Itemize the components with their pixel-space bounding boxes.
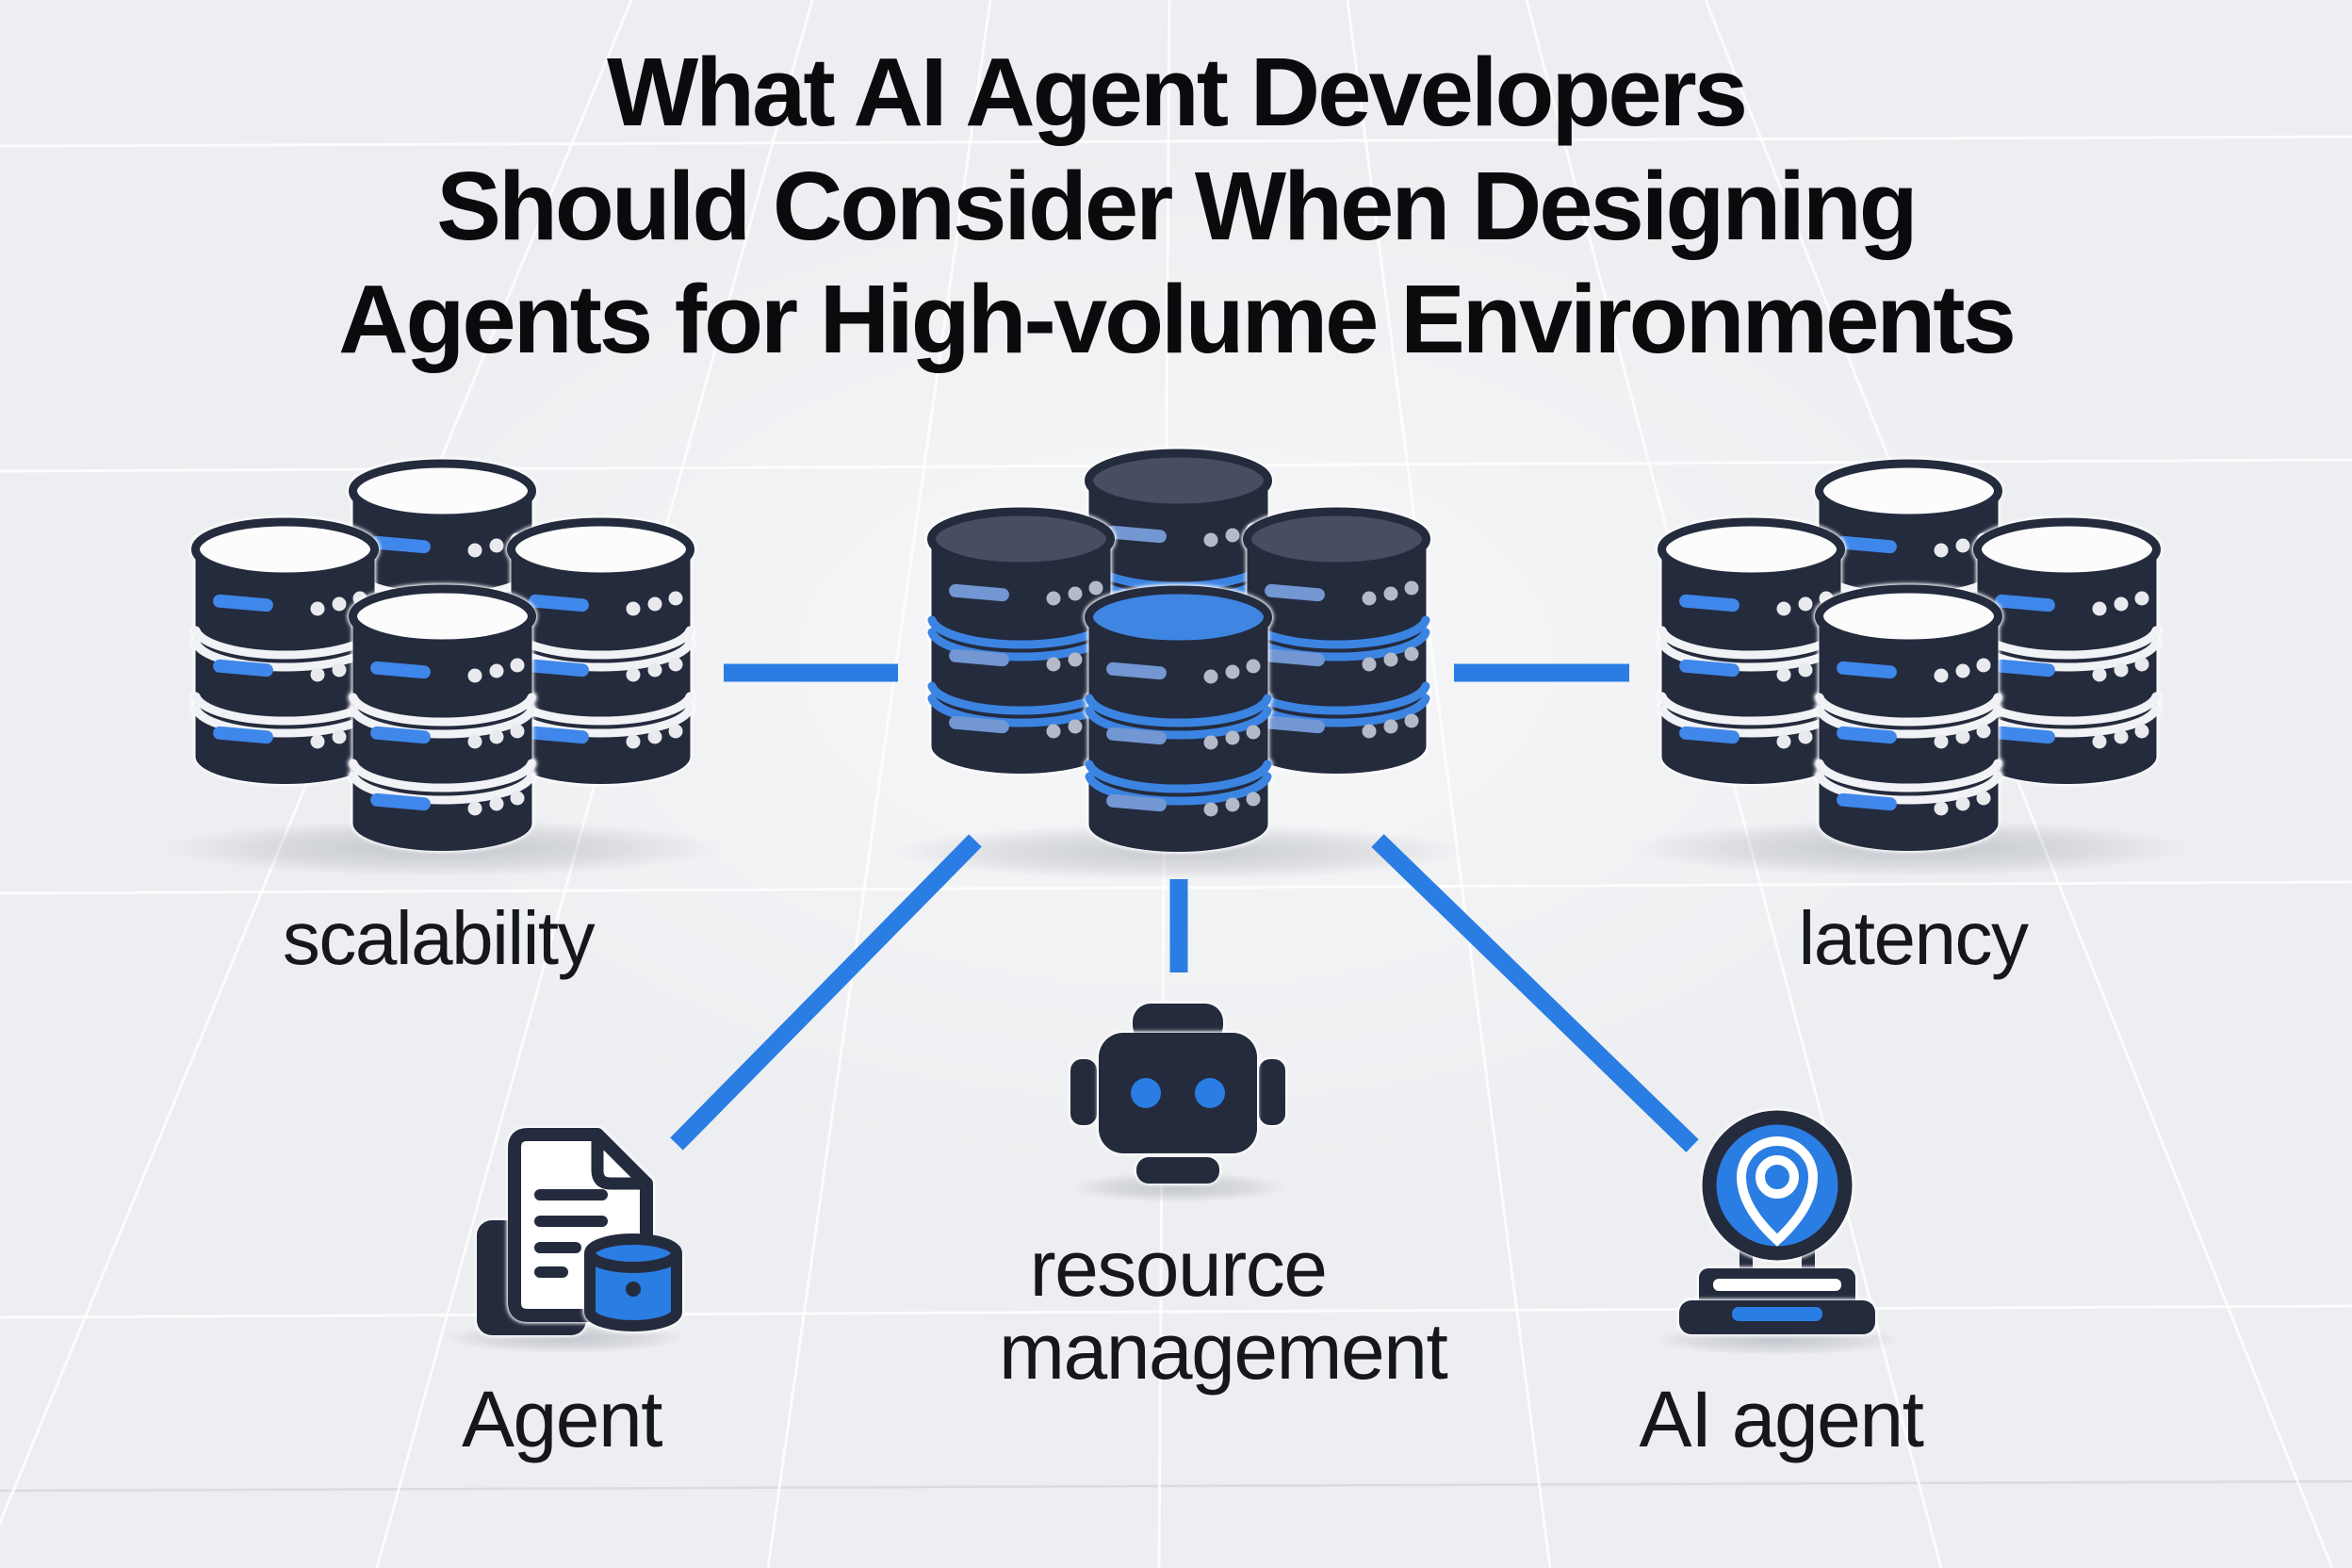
robot-icon [1070,1004,1285,1184]
label-resource-management: resource management [999,1224,1448,1396]
title-line-3: Agents for High-volume Environments [338,265,2017,373]
page-title: What AI Agent Developers Should Consider… [0,36,2352,377]
connector-to-agent [670,834,982,1151]
title-line-1: What AI Agent Developers [606,38,1748,146]
connector-to-ai-agent [1371,834,1699,1152]
label-ai-agent: AI agent [1639,1375,1924,1463]
database-cluster-center-icon [932,453,1427,852]
label-latency: latency [1798,896,2029,980]
database-cluster-left-icon [196,464,691,851]
label-scalability: scalability [282,896,596,980]
document-database-icon [477,1128,682,1335]
connectors [670,663,1699,1152]
ground-shadows [165,820,2187,1355]
title-line-2: Should Consider When Designing [436,151,1918,260]
label-agent: Agent [461,1375,663,1463]
location-pin-stamp-icon [1679,1110,1875,1334]
